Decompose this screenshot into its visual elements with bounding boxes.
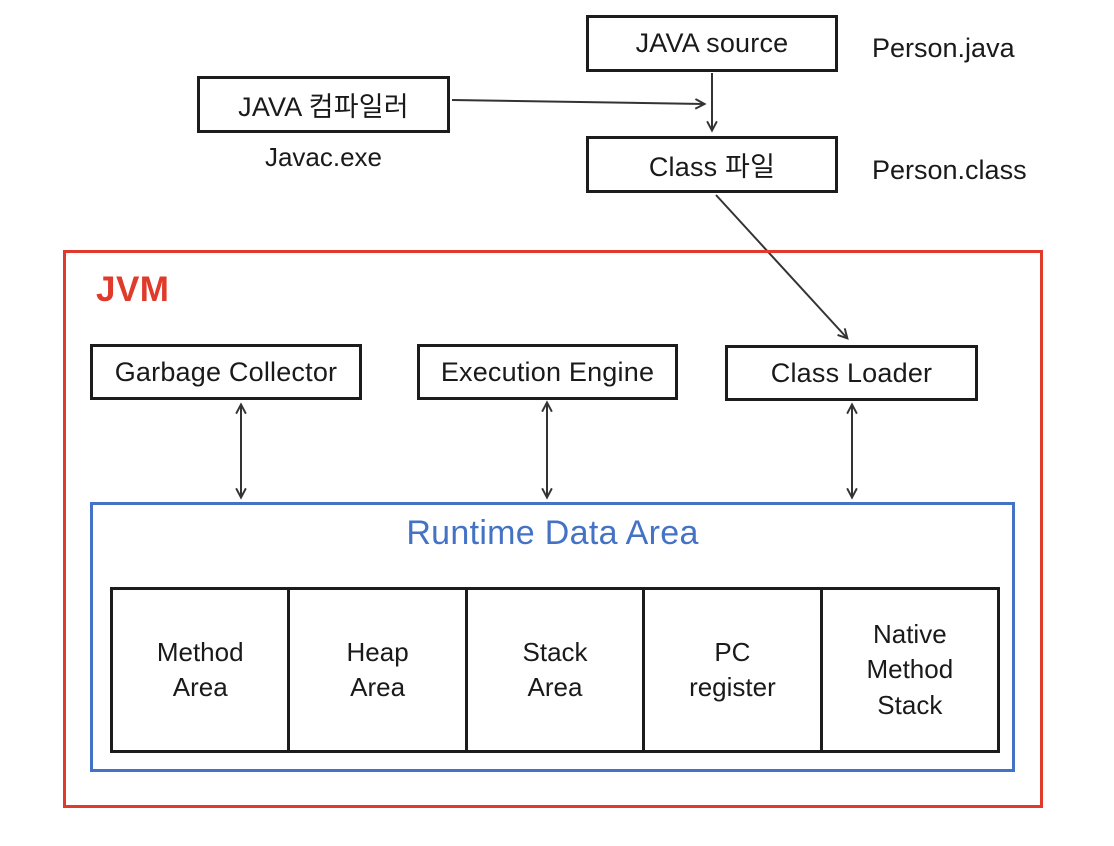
garbage-collector-box: Garbage Collector — [90, 344, 362, 400]
cell-method-area: Method Area — [113, 590, 291, 750]
person-class-label: Person.class — [872, 155, 1027, 185]
class-file-box: Class 파일 — [586, 136, 838, 193]
arrow-compiler-to-pipeline — [451, 100, 704, 104]
cell-pc-register: PC register — [645, 590, 823, 750]
execution-engine-box: Execution Engine — [417, 344, 678, 400]
java-compiler-box: JAVA 컴파일러 — [197, 76, 450, 133]
cell-native-method-stack: Native Method Stack — [866, 619, 954, 720]
class-loader-box: Class Loader — [725, 345, 978, 401]
jvm-container-box — [63, 250, 1043, 808]
jvm-label: JVM — [96, 270, 170, 309]
runtime-data-area-title: Runtime Data Area — [406, 514, 699, 552]
runtime-data-area-cells: Method Area Heap Area Stack Area PC regi… — [110, 587, 1000, 753]
cell-stack-area: Stack Area — [468, 590, 646, 750]
java-source-box: JAVA source — [586, 15, 838, 72]
javac-exe-label: Javac.exe — [264, 142, 383, 172]
cell-heap-area: Heap Area — [290, 590, 468, 750]
person-java-label: Person.java — [872, 33, 1015, 63]
